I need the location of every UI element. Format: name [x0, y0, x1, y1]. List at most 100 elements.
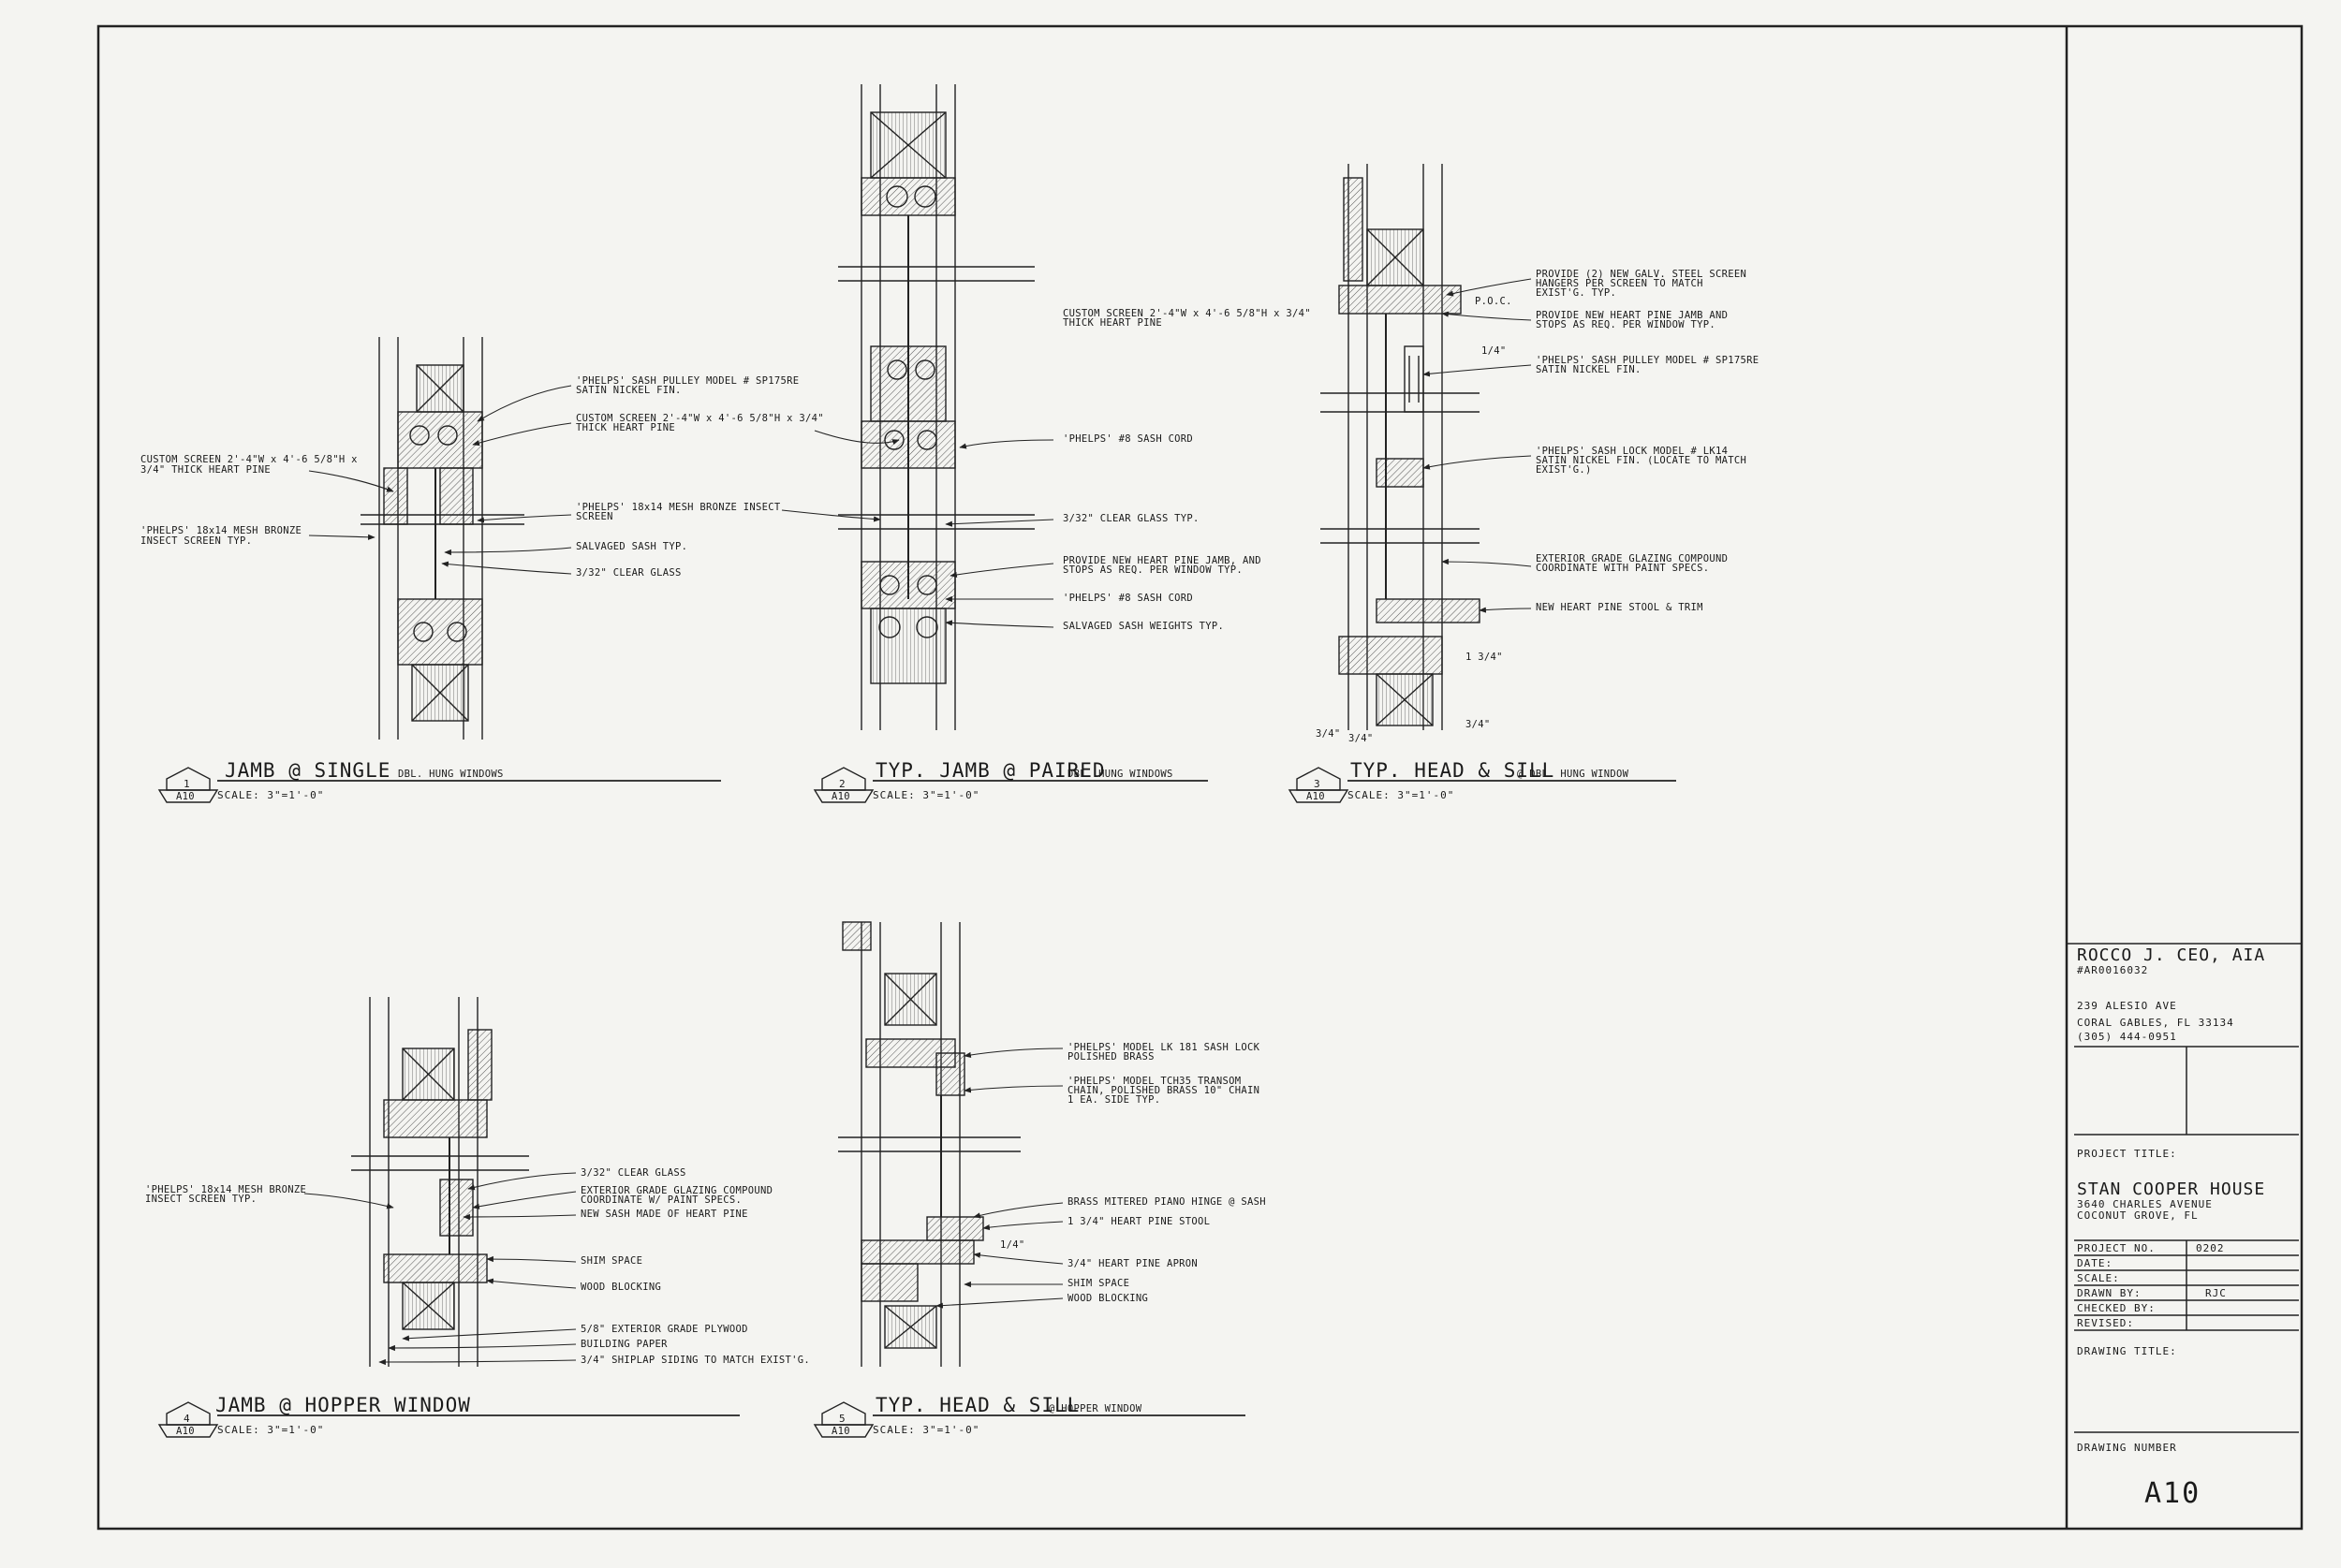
detail-3-note: SATIN NICKEL FIN.	[1536, 364, 1642, 375]
detail-4-note: EXTERIOR GRADE GLAZING COMPOUND	[581, 1185, 773, 1196]
detail-3-note: SATIN NICKEL FIN. (LOCATE TO MATCH	[1536, 455, 1746, 466]
detail-2-title: TYP. JAMB @ PAIRED	[876, 759, 1106, 782]
detail-5-note: 'PHELPS' MODEL TCH35 TRANSOM	[1067, 1076, 1241, 1087]
detail-1-note: 3/32" CLEAR GLASS	[576, 567, 682, 579]
detail-1-note: SCREEN	[576, 511, 613, 522]
detail-5-section-drawing	[838, 921, 1021, 1367]
detail-2-note: SALVAGED SASH WEIGHTS TYP.	[1063, 621, 1224, 632]
detail-4-title: JAMB @ HOPPER WINDOW	[215, 1394, 471, 1416]
detail-4-number: 4	[184, 1413, 191, 1425]
detail-1-note: 'PHELPS' 18x14 MESH BRONZE INSECT	[576, 502, 781, 513]
detail-title-markers	[157, 767, 1676, 1438]
detail-3-dimension: P.O.C.	[1475, 296, 1512, 307]
detail-4-note: 5/8" EXTERIOR GRADE PLYWOOD	[581, 1324, 748, 1335]
detail-4-note: 3/4" SHIPLAP SIDING TO MATCH EXIST'G.	[581, 1355, 810, 1366]
project-title-label: PROJECT TITLE:	[2077, 1148, 2177, 1160]
detail-3-note: PROVIDE (2) NEW GALV. STEEL SCREEN	[1536, 269, 1746, 280]
leader-lines	[303, 278, 1532, 1366]
detail-2-note: 'PHELPS' #8 SASH CORD	[1063, 433, 1193, 445]
detail-1-note: INSECT SCREEN TYP.	[140, 535, 252, 547]
detail-1-note: CUSTOM SCREEN 2'-4"W x 4'-6 5/8"H x 3/4"	[576, 413, 824, 424]
sheet-border	[96, 24, 2304, 1531]
field-value-project-no: 0202	[2196, 1242, 2225, 1254]
field-label-drawn-by: DRAWN BY:	[2077, 1287, 2142, 1299]
detail-3-note: EXIST'G.)	[1536, 464, 1592, 476]
drawing-number-label: DRAWING NUMBER	[2077, 1442, 2177, 1454]
detail-1-sheet-ref: A10	[176, 791, 195, 802]
detail-3-dimension: 3/4"	[1348, 733, 1374, 744]
detail-4-note: 3/32" CLEAR GLASS	[581, 1167, 686, 1179]
detail-5-note: POLISHED BRASS	[1067, 1051, 1155, 1062]
title-block-frame	[2067, 943, 2302, 1433]
detail-3-note: PROVIDE NEW HEART PINE JAMB AND	[1536, 310, 1728, 321]
detail-5-sheet-ref: A10	[832, 1426, 850, 1437]
detail-5-note: SHIM SPACE	[1067, 1278, 1129, 1289]
detail-4-section-drawing	[351, 997, 529, 1367]
detail-2-note: STOPS AS REQ. PER WINDOW TYP.	[1063, 564, 1243, 576]
detail-3-note: HANGERS PER SCREEN TO MATCH	[1536, 278, 1703, 289]
detail-1-note: THICK HEART PINE	[576, 422, 675, 433]
drawing-number: A10	[2144, 1477, 2201, 1510]
detail-1-note: SALVAGED SASH TYP.	[576, 541, 687, 552]
detail-3-dimension: 3/4"	[1316, 728, 1341, 740]
detail-5-scale: SCALE: 3"=1'-0"	[873, 1424, 979, 1436]
detail-1-subtitle: DBL. HUNG WINDOWS	[398, 769, 504, 780]
project-address-line-1: 3640 CHARLES AVENUE	[2077, 1198, 2213, 1210]
detail-1-note: SATIN NICKEL FIN.	[576, 385, 682, 396]
detail-5-title: TYP. HEAD & SILL	[876, 1394, 1080, 1416]
detail-5-dimension: 1/4"	[1000, 1239, 1025, 1251]
detail-3-note: EXIST'G. TYP.	[1536, 287, 1616, 299]
detail-1-number: 1	[184, 778, 191, 790]
detail-2-subtitle: DBL. HUNG WINDOWS	[1067, 769, 1173, 780]
architect-address-line-1: 239 ALESIO AVE	[2077, 1000, 2177, 1012]
detail-4-note: INSECT SCREEN TYP.	[145, 1194, 257, 1205]
detail-5-note: WOOD BLOCKING	[1067, 1293, 1148, 1304]
detail-2-note: PROVIDE NEW HEART PINE JAMB, AND	[1063, 555, 1261, 566]
architect-license: #AR0016032	[2077, 964, 2148, 976]
detail-3-title: TYP. HEAD & SILL	[1350, 759, 1554, 782]
drawing-title-label: DRAWING TITLE:	[2077, 1345, 2177, 1357]
detail-3-note: EXTERIOR GRADE GLAZING COMPOUND	[1536, 553, 1728, 564]
detail-4-note: SHIM SPACE	[581, 1255, 642, 1267]
project-name: STAN COOPER HOUSE	[2077, 1180, 2265, 1199]
detail-2-note: THICK HEART PINE	[1063, 317, 1162, 329]
detail-2-note: 3/32" CLEAR GLASS TYP.	[1063, 513, 1200, 524]
detail-5-note: BRASS MITERED PIANO HINGE @ SASH	[1067, 1196, 1266, 1208]
detail-3-dimension: 3/4"	[1465, 719, 1491, 730]
field-value-drawn-by: RJC	[2205, 1287, 2227, 1299]
detail-1-note: 'PHELPS' 18x14 MESH BRONZE	[140, 525, 302, 536]
detail-3-note: 'PHELPS' SASH PULLEY MODEL # SP175RE	[1536, 355, 1759, 366]
detail-3-sheet-ref: A10	[1306, 791, 1325, 802]
detail-4-scale: SCALE: 3"=1'-0"	[217, 1424, 324, 1436]
detail-1-note: 3/4" THICK HEART PINE	[140, 464, 271, 476]
detail-5-note: 3/4" HEART PINE APRON	[1067, 1258, 1198, 1269]
detail-3-subtitle: @ DBL. HUNG WINDOW	[1517, 769, 1629, 780]
field-label-project-no: PROJECT NO.	[2077, 1242, 2156, 1254]
detail-5-note: CHAIN, POLISHED BRASS 10" CHAIN	[1067, 1085, 1259, 1096]
detail-5-note: 1 3/4" HEART PINE STOOL	[1067, 1216, 1210, 1227]
field-label-revised: REVISED:	[2077, 1317, 2134, 1329]
detail-3-number: 3	[1314, 778, 1321, 790]
detail-5-subtitle: @ HOPPER WINDOW	[1049, 1403, 1142, 1414]
architect-address-line-2: CORAL GABLES, FL 33134	[2077, 1017, 2234, 1029]
architect-phone: (305) 444-0951	[2077, 1031, 2177, 1043]
detail-3-section-drawing	[1320, 164, 1480, 730]
detail-3-scale: SCALE: 3"=1'-0"	[1347, 789, 1454, 801]
field-label-date: DATE:	[2077, 1257, 2113, 1269]
detail-4-note: COORDINATE W/ PAINT SPECS.	[581, 1194, 742, 1206]
detail-4-sheet-ref: A10	[176, 1426, 195, 1437]
field-label-checked-by: CHECKED BY:	[2077, 1302, 2156, 1314]
detail-3-note: STOPS AS REQ. PER WINDOW TYP.	[1536, 319, 1715, 330]
detail-4-note: WOOD BLOCKING	[581, 1282, 661, 1293]
field-label-scale: SCALE:	[2077, 1272, 2120, 1284]
detail-5-note: 'PHELPS' MODEL LK 181 SASH LOCK	[1067, 1042, 1260, 1053]
project-address-line-2: COCONUT GROVE, FL	[2077, 1209, 2199, 1222]
detail-2-sheet-ref: A10	[832, 791, 850, 802]
detail-2-note: CUSTOM SCREEN 2'-4"W x 4'-6 5/8"H x 3/4"	[1063, 308, 1311, 319]
detail-5-number: 5	[839, 1413, 847, 1425]
detail-1-note: CUSTOM SCREEN 2'-4"W x 4'-6 5/8"H x	[140, 454, 358, 465]
detail-4-note: BUILDING PAPER	[581, 1339, 668, 1350]
detail-3-dimension: 1 3/4"	[1465, 652, 1503, 663]
detail-1-scale: SCALE: 3"=1'-0"	[217, 789, 324, 801]
